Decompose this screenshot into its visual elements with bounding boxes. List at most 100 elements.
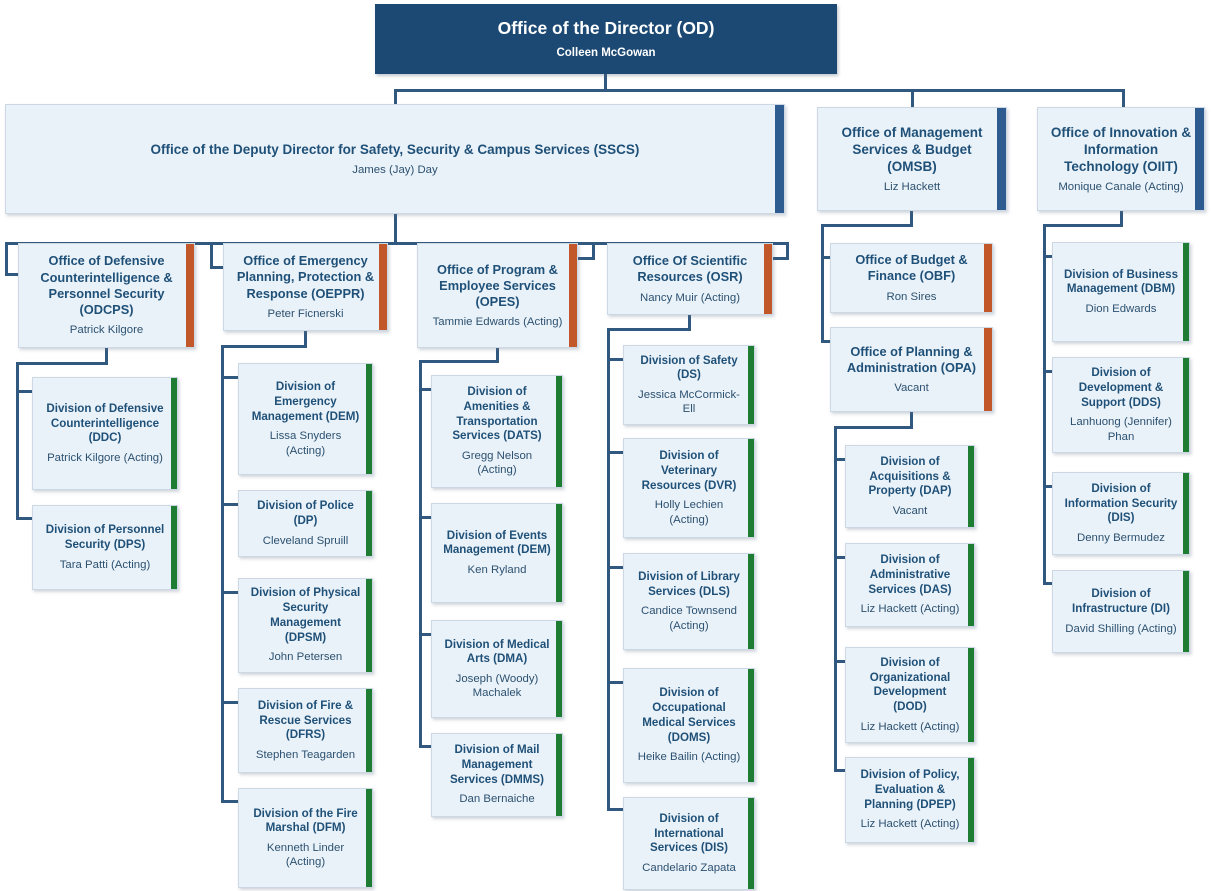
connector-line	[821, 340, 832, 343]
org-node-dfrs: Division of Fire & Rescue Services (DFRS…	[238, 688, 373, 773]
org-node-dls: Division of Library Services (DLS) Candi…	[623, 553, 755, 650]
connector-line	[496, 348, 499, 363]
accent-bar	[1195, 108, 1204, 210]
connector-line	[607, 328, 610, 811]
org-node-person: Colleen McGowan	[556, 47, 656, 60]
org-node-title: Division of Fire & Rescue Services (DFRS…	[257, 698, 354, 742]
connector-line	[911, 89, 914, 109]
org-node-title: Office of Program & Employee Services (O…	[437, 261, 558, 310]
connector-line	[221, 591, 240, 594]
connector-line	[910, 412, 913, 429]
accent-bar	[556, 734, 562, 816]
connector-line	[607, 451, 625, 454]
org-node-person: James (Jay) Day	[352, 163, 438, 176]
org-node-obf: Office of Budget & Finance (OBF) Ron Sir…	[830, 243, 993, 313]
connector-line	[221, 376, 240, 379]
org-node-person: Ken Ryland	[467, 564, 527, 577]
org-node-title: Division of Policy, Evaluation & Plannin…	[860, 768, 960, 811]
org-node-dod: Division of Organizational Development (…	[845, 647, 975, 743]
org-node-title: Division of Safety (DS)	[640, 353, 738, 382]
org-node-title: Division of Occupational Medical Service…	[642, 686, 736, 744]
org-node-person: Candice Townsend (Acting)	[640, 605, 738, 632]
org-node-person: Liz Hackett	[883, 181, 941, 194]
org-node-person: Liz Hackett (Acting)	[860, 603, 960, 616]
accent-bar	[748, 346, 754, 424]
org-node-title: Office of the Director (OD)	[497, 18, 715, 39]
connector-line	[688, 315, 691, 331]
org-node-title: Division of Police (DP)	[257, 499, 354, 527]
accent-bar	[1183, 243, 1189, 341]
accent-bar	[775, 105, 784, 213]
connector-line	[394, 89, 1125, 92]
connector-line	[221, 800, 240, 803]
org-node-title: Division of Defensive Counterintelligenc…	[46, 401, 164, 445]
connector-line	[419, 745, 433, 748]
org-node-person: Vacant	[894, 382, 929, 395]
connector-line	[607, 808, 625, 811]
connector-line	[773, 257, 789, 260]
connector-line	[304, 331, 307, 348]
connector-line	[419, 360, 499, 363]
connector-line	[607, 681, 625, 684]
org-node-person: David Shilling (Acting)	[1065, 622, 1177, 635]
org-node-odcps: Office of Defensive Counterintelligence …	[18, 243, 195, 348]
accent-bar	[984, 328, 992, 411]
org-node-dpep: Division of Policy, Evaluation & Plannin…	[845, 757, 975, 843]
org-node-dem2: Division of Events Management (DEM) Ken …	[431, 503, 563, 603]
org-node-title: Office of Emergency Planning, Protection…	[236, 253, 375, 301]
connector-line	[221, 503, 240, 506]
org-node-person: Patrick Kilgore (Acting)	[47, 451, 163, 464]
org-node-oeppr: Office of Emergency Planning, Protection…	[223, 243, 388, 331]
accent-bar	[968, 544, 974, 626]
accent-bar	[556, 504, 562, 602]
connector-line	[821, 256, 832, 259]
connector-line	[5, 242, 8, 276]
connector-line	[16, 390, 34, 393]
org-node-person: Monique Canale (Acting)	[1058, 181, 1184, 194]
accent-bar	[171, 378, 177, 489]
org-node-opes: Office of Program & Employee Services (O…	[417, 243, 578, 348]
org-node-dds: Division of Development & Support (DDS) …	[1052, 357, 1190, 453]
org-node-title: Division of Library Services (DLS)	[638, 570, 740, 598]
accent-bar	[748, 554, 754, 649]
org-node-person: Nancy Muir (Acting)	[639, 291, 740, 304]
accent-bar	[748, 439, 754, 537]
connector-line	[394, 214, 397, 245]
accent-bar	[366, 579, 372, 672]
connector-line	[5, 273, 20, 276]
connector-line	[419, 388, 433, 391]
org-node-title: Office of Defensive Counterintelligence …	[40, 253, 173, 318]
org-node-dp: Division of Police (DP) Cleveland Spruil…	[238, 490, 373, 557]
org-node-person: Peter Ficnerski	[267, 307, 344, 320]
org-node-title: Division of International Services (DIS)	[650, 811, 728, 855]
org-node-title: Office Of Scientific Resources (OSR)	[632, 253, 748, 285]
connector-line	[394, 89, 397, 105]
org-node-title: Division of Mail Management Services (DM…	[449, 743, 545, 786]
connector-line	[419, 633, 433, 636]
org-node-dpsm: Division of Physical Security Management…	[238, 578, 373, 673]
connector-line	[592, 242, 595, 260]
accent-bar	[764, 244, 772, 314]
connector-line	[1043, 255, 1054, 258]
connector-line	[221, 345, 224, 803]
org-node-person: Liz Hackett (Acting)	[860, 720, 960, 733]
org-node-person: Candelario Zapata	[642, 861, 736, 874]
connector-line	[16, 362, 19, 520]
connector-line	[604, 72, 607, 91]
org-node-person: Heike Bailin (Acting)	[637, 751, 741, 764]
org-node-od: Office of the Director (OD) Colleen McGo…	[375, 4, 837, 74]
org-node-dmms: Division of Mail Management Services (DM…	[431, 733, 563, 817]
connector-line	[1043, 485, 1054, 488]
accent-bar	[968, 758, 974, 842]
connector-line	[16, 362, 108, 365]
org-node-title: Division of Emergency Management (DEM)	[251, 380, 360, 423]
org-node-person: Cleveland Spruill	[262, 534, 349, 547]
accent-bar	[1183, 571, 1189, 652]
org-node-dps: Division of Personnel Security (DPS) Tar…	[32, 505, 178, 590]
org-node-person: Stephen Teagarden	[255, 748, 356, 761]
org-node-title: Division of Information Security (DIS)	[1064, 481, 1178, 525]
org-node-person: Tara Patti (Acting)	[59, 558, 151, 571]
org-node-title: Office of Innovation & Information Techn…	[1050, 124, 1192, 174]
accent-bar	[366, 364, 372, 474]
